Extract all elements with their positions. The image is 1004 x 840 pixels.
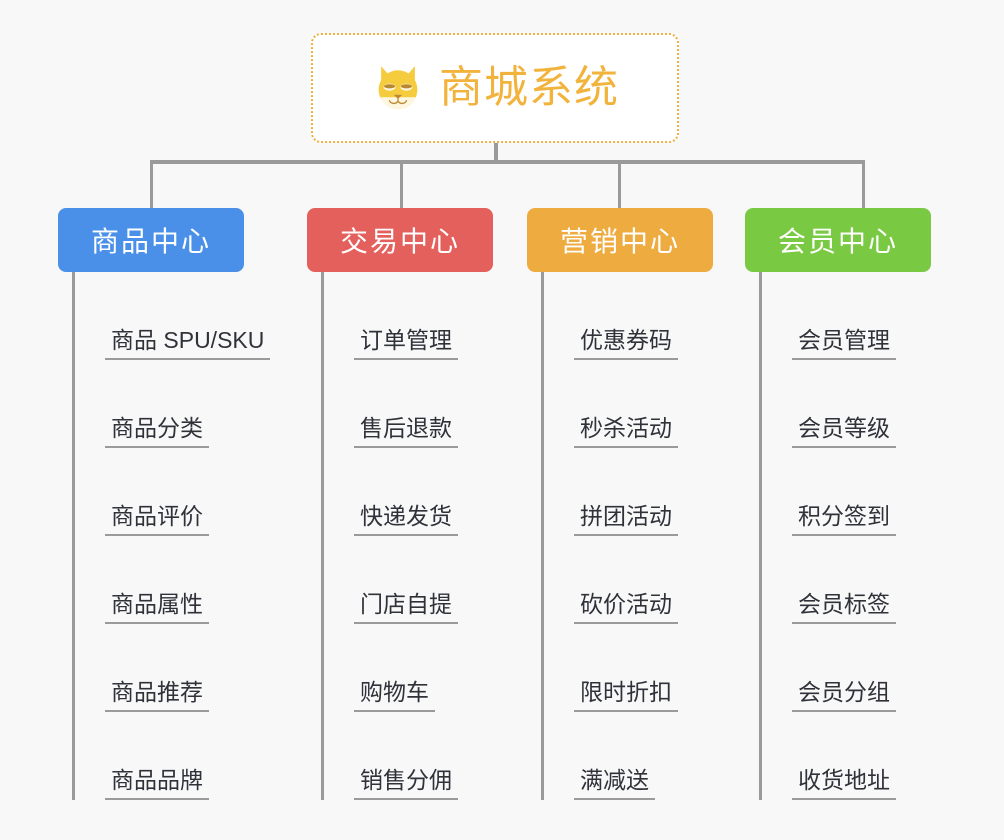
leaf-label: 售后退款	[354, 415, 458, 448]
leaf-label: 门店自提	[354, 591, 458, 624]
category-label: 商品中心	[90, 226, 211, 257]
list-item[interactable]: 购物车	[324, 624, 493, 712]
leaf-label: 砍价活动	[574, 591, 678, 624]
connector-horizontal-bus	[150, 160, 865, 164]
list-item[interactable]: 商品推荐	[75, 624, 244, 712]
list-item[interactable]: 收货地址	[762, 712, 931, 800]
category-label: 交易中心	[339, 226, 460, 257]
leaf-label: 会员等级	[792, 415, 896, 448]
category-header-marketing-center[interactable]: 营销中心	[527, 208, 713, 272]
list-item[interactable]: 门店自提	[324, 536, 493, 624]
leaf-label: 商品品牌	[105, 767, 209, 800]
connector-drop-1	[150, 160, 153, 210]
leaf-label: 秒杀活动	[574, 415, 678, 448]
branch-column: 交易中心 订单管理 售后退款 快递发货 门店自提 购物车 销售分佣	[307, 208, 493, 800]
list-item[interactable]: 秒杀活动	[544, 360, 713, 448]
list-item[interactable]: 销售分佣	[324, 712, 493, 800]
leaf-label: 拼团活动	[574, 503, 678, 536]
branch-column: 营销中心 优惠券码 秒杀活动 拼团活动 砍价活动 限时折扣 满减送	[527, 208, 713, 800]
leaf-label: 会员标签	[792, 591, 896, 624]
dog-face-icon	[378, 66, 418, 110]
list-item[interactable]: 优惠券码	[544, 272, 713, 360]
connector-drop-4	[862, 160, 865, 210]
leaf-label: 限时折扣	[574, 679, 678, 712]
leaf-label: 满减送	[574, 767, 655, 800]
list-item[interactable]: 商品评价	[75, 448, 244, 536]
list-item[interactable]: 快递发货	[324, 448, 493, 536]
leaf-list-product-center: 商品 SPU/SKU 商品分类 商品评价 商品属性 商品推荐 商品品牌	[72, 272, 271, 800]
leaf-label: 收货地址	[792, 767, 896, 800]
connector-root-stem	[494, 143, 498, 163]
leaf-label: 商品推荐	[105, 679, 209, 712]
list-item[interactable]: 拼团活动	[544, 448, 713, 536]
list-item[interactable]: 会员标签	[762, 536, 931, 624]
leaf-label: 商品评价	[105, 503, 209, 536]
leaf-label: 商品 SPU/SKU	[105, 327, 271, 360]
leaf-label: 会员分组	[792, 679, 896, 712]
list-item[interactable]: 会员管理	[762, 272, 931, 360]
root-title: 商城系统	[439, 63, 619, 112]
list-item[interactable]: 会员分组	[762, 624, 931, 712]
leaf-label: 快递发货	[354, 503, 458, 536]
list-item[interactable]: 积分签到	[762, 448, 931, 536]
list-item[interactable]: 商品分类	[75, 360, 244, 448]
category-header-product-center[interactable]: 商品中心	[58, 208, 244, 272]
leaf-label: 订单管理	[354, 327, 458, 360]
category-label: 会员中心	[777, 226, 898, 257]
leaf-list-marketing-center: 优惠券码 秒杀活动 拼团活动 砍价活动 限时折扣 满减送	[541, 272, 713, 800]
connector-drop-3	[618, 160, 621, 210]
leaf-list-member-center: 会员管理 会员等级 积分签到 会员标签 会员分组 收货地址	[759, 272, 931, 800]
leaf-label: 积分签到	[792, 503, 896, 536]
leaf-label: 商品属性	[105, 591, 209, 624]
category-header-member-center[interactable]: 会员中心	[745, 208, 931, 272]
list-item[interactable]: 订单管理	[324, 272, 493, 360]
list-item[interactable]: 商品 SPU/SKU	[75, 272, 271, 360]
list-item[interactable]: 商品属性	[75, 536, 244, 624]
branch-column: 会员中心 会员管理 会员等级 积分签到 会员标签 会员分组 收货地址	[745, 208, 931, 800]
leaf-list-trade-center: 订单管理 售后退款 快递发货 门店自提 购物车 销售分佣	[321, 272, 493, 800]
leaf-label: 会员管理	[792, 327, 896, 360]
leaf-label: 购物车	[354, 679, 435, 712]
leaf-label: 销售分佣	[354, 767, 458, 800]
branch-column: 商品中心 商品 SPU/SKU 商品分类 商品评价 商品属性 商品推荐 商品品牌	[58, 208, 271, 800]
list-item[interactable]: 限时折扣	[544, 624, 713, 712]
list-item[interactable]: 砍价活动	[544, 536, 713, 624]
root-node[interactable]: 商城系统	[311, 33, 679, 143]
list-item[interactable]: 商品品牌	[75, 712, 244, 800]
category-label: 营销中心	[559, 226, 680, 257]
leaf-label: 优惠券码	[574, 327, 678, 360]
list-item[interactable]: 会员等级	[762, 360, 931, 448]
list-item[interactable]: 满减送	[544, 712, 713, 800]
list-item[interactable]: 售后退款	[324, 360, 493, 448]
connector-drop-2	[400, 160, 403, 210]
category-header-trade-center[interactable]: 交易中心	[307, 208, 493, 272]
leaf-label: 商品分类	[105, 415, 209, 448]
